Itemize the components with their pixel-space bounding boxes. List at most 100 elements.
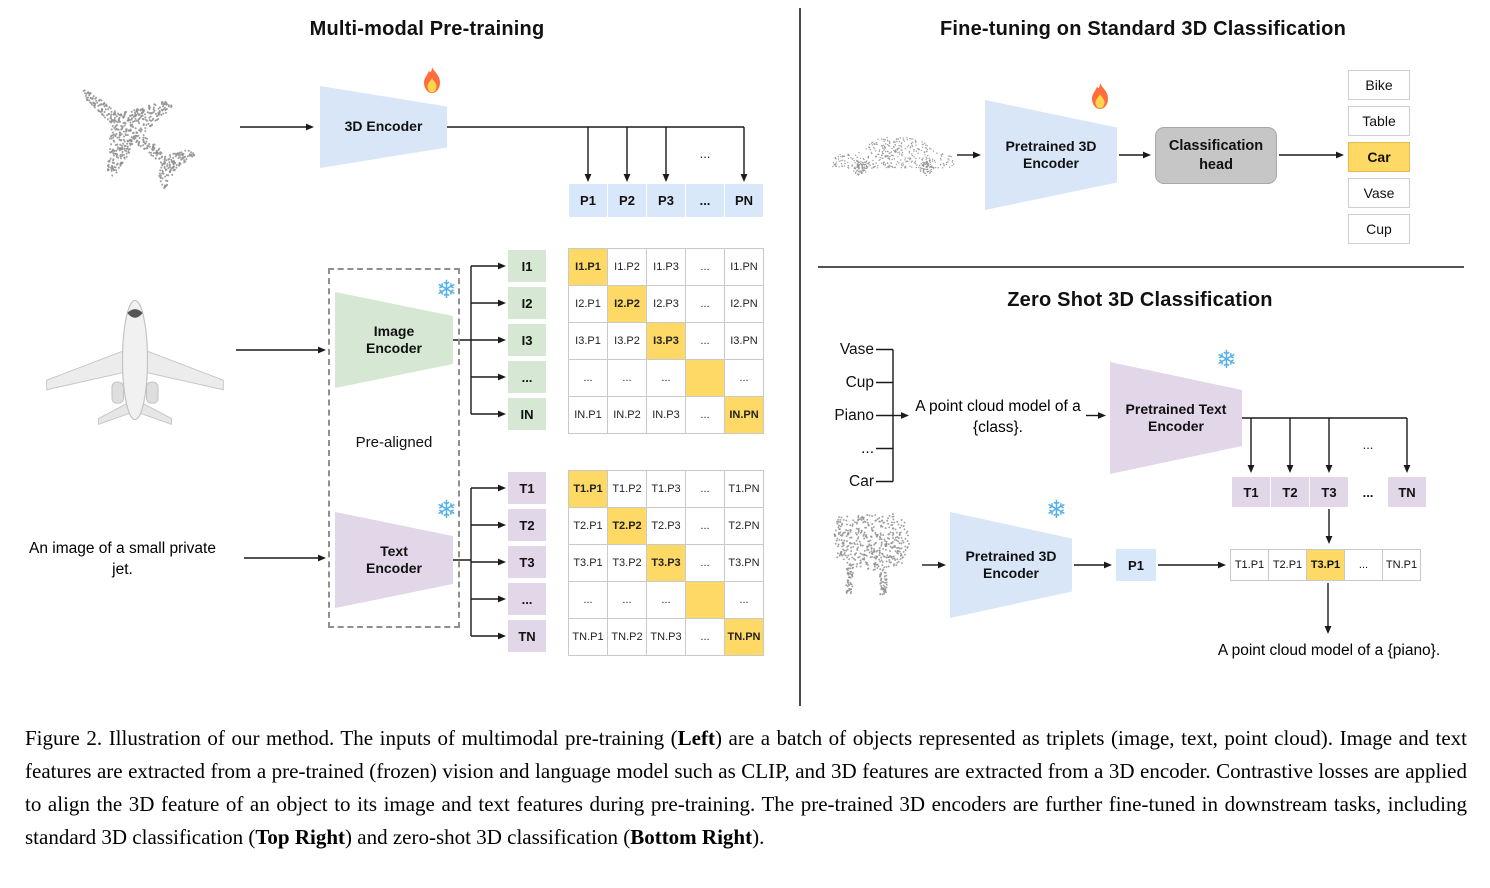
matrix-cell: I1.PN bbox=[725, 249, 764, 286]
matrix-cell: IN.P2 bbox=[608, 397, 647, 434]
caption-text: ) are a batch of objects represented as … bbox=[25, 726, 1467, 849]
caption-bold: Bottom Right bbox=[630, 825, 753, 849]
matrix-cell: T1.P1 bbox=[569, 471, 608, 508]
matrix-cell: ... bbox=[686, 286, 725, 323]
matrix-cell: T1.PN bbox=[725, 471, 764, 508]
similarity-cell: ... bbox=[1344, 549, 1383, 581]
class-label: Car bbox=[849, 472, 874, 490]
matrix-cell: ... bbox=[686, 397, 725, 434]
matrix-cell: T1.P2 bbox=[608, 471, 647, 508]
matrix-cell: TN.P2 bbox=[608, 619, 647, 656]
image-feature-cell: IN bbox=[508, 398, 546, 430]
image-feature-cell: I2 bbox=[508, 287, 546, 319]
text-feature-cell: T1 bbox=[1232, 477, 1270, 507]
caption-text: Figure 2. Illustration of our method. Th… bbox=[25, 726, 678, 750]
image-encoder-label: Image Encoder bbox=[365, 322, 422, 357]
ellipsis-label: ... bbox=[699, 146, 711, 161]
matrix-cell: ... bbox=[569, 360, 608, 397]
text-input-caption: An image of a small private jet. bbox=[29, 540, 216, 579]
matrix-cell: T1.P3 bbox=[647, 471, 686, 508]
point-feature-cell: P1 bbox=[569, 184, 607, 217]
matrix-cell: IN.P3 bbox=[647, 397, 686, 434]
fire-icon bbox=[420, 66, 444, 98]
matrix-cell: I3.P3 bbox=[647, 323, 686, 360]
matrix-cell: ... bbox=[647, 360, 686, 397]
class-label: ... bbox=[861, 439, 874, 457]
point-feature-cell: P1 bbox=[1116, 549, 1156, 581]
matrix-cell: I1.P1 bbox=[569, 249, 608, 286]
classification-head: Classification head bbox=[1155, 127, 1277, 184]
point-feature-cell: PN bbox=[725, 184, 763, 217]
matrix-cell: ... bbox=[725, 360, 764, 397]
pretraining-title: Multi-modal Pre-training bbox=[309, 18, 545, 40]
matrix-cell bbox=[686, 582, 725, 619]
class-label: Vase bbox=[839, 340, 874, 358]
pretrained-3d-encoder-zeroshot-label: Pretrained 3D Encoder bbox=[965, 547, 1057, 582]
point-feature-cell: P3 bbox=[647, 184, 685, 217]
classification-head-label: Classification head bbox=[1168, 138, 1264, 173]
point-feature-cell: P2 bbox=[608, 184, 646, 217]
caption-text: ) and zero-shot 3D classification ( bbox=[345, 825, 631, 849]
similarity-cell: T3.P1 bbox=[1306, 549, 1345, 581]
matrix-cell: ... bbox=[569, 582, 608, 619]
zeroshot-result-text: A point cloud model of a {piano}. bbox=[1217, 642, 1441, 659]
matrix-cell: ... bbox=[686, 249, 725, 286]
text-feature-cell: T3 bbox=[1310, 477, 1348, 507]
text-feature-cell: TN bbox=[508, 620, 546, 652]
caption-bold: Top Right bbox=[255, 825, 346, 849]
matrix-cell: T3.P1 bbox=[569, 545, 608, 582]
prompt-text: A point cloud model of a {class}. bbox=[915, 398, 1081, 437]
image-feature-cell: I1 bbox=[508, 250, 546, 282]
similarity-cell: T2.P1 bbox=[1268, 549, 1307, 581]
image-feature-cell: ... bbox=[508, 361, 546, 393]
class-option: Car bbox=[1348, 142, 1410, 172]
matrix-cell: I3.P2 bbox=[608, 323, 647, 360]
airplane-point-cloud bbox=[82, 89, 196, 190]
matrix-cell: T2.P2 bbox=[608, 508, 647, 545]
prealigned-label: Pre-aligned bbox=[355, 434, 433, 451]
class-label: Piano bbox=[834, 406, 874, 424]
fire-icon bbox=[1088, 82, 1112, 114]
snowflake-icon: ❄ bbox=[1216, 346, 1237, 374]
matrix-cell: I2.PN bbox=[725, 286, 764, 323]
matrix-cell: ... bbox=[686, 471, 725, 508]
matrix-cell: T3.PN bbox=[725, 545, 764, 582]
matrix-cell: T3.P2 bbox=[608, 545, 647, 582]
class-option: Vase bbox=[1348, 178, 1410, 208]
matrix-cell bbox=[686, 360, 725, 397]
matrix-cell: IN.P1 bbox=[569, 397, 608, 434]
matrix-cell: T3.P3 bbox=[647, 545, 686, 582]
matrix-cell: I2.P1 bbox=[569, 286, 608, 323]
similarity-cell: T1.P1 bbox=[1230, 549, 1269, 581]
matrix-cell: I2.P3 bbox=[647, 286, 686, 323]
matrix-cell: TN.P1 bbox=[569, 619, 608, 656]
prealigned-box bbox=[328, 268, 460, 628]
text-feature-cell: T1 bbox=[508, 472, 546, 504]
matrix-cell: ... bbox=[686, 545, 725, 582]
airplane-image bbox=[39, 288, 231, 432]
matrix-cell: ... bbox=[608, 582, 647, 619]
matrix-cell: ... bbox=[647, 582, 686, 619]
matrix-cell: ... bbox=[725, 582, 764, 619]
image-feature-cell: I3 bbox=[508, 324, 546, 356]
matrix-cell: ... bbox=[686, 323, 725, 360]
matrix-cell: ... bbox=[686, 619, 725, 656]
text-feature-cell: ... bbox=[508, 583, 546, 615]
matrix-cell: I2.P2 bbox=[608, 286, 647, 323]
3d-encoder-label: 3D Encoder bbox=[344, 118, 423, 135]
matrix-cell: T2.P3 bbox=[647, 508, 686, 545]
matrix-cell: I3.PN bbox=[725, 323, 764, 360]
zeroshot-title: Zero Shot 3D Classification bbox=[1007, 289, 1273, 311]
matrix-cell: T2.PN bbox=[725, 508, 764, 545]
matrix-cell: ... bbox=[686, 508, 725, 545]
snowflake-icon: ❄ bbox=[436, 276, 457, 304]
text-feature-cell: T3 bbox=[508, 546, 546, 578]
matrix-cell: I3.P1 bbox=[569, 323, 608, 360]
matrix-cell: ... bbox=[608, 360, 647, 397]
